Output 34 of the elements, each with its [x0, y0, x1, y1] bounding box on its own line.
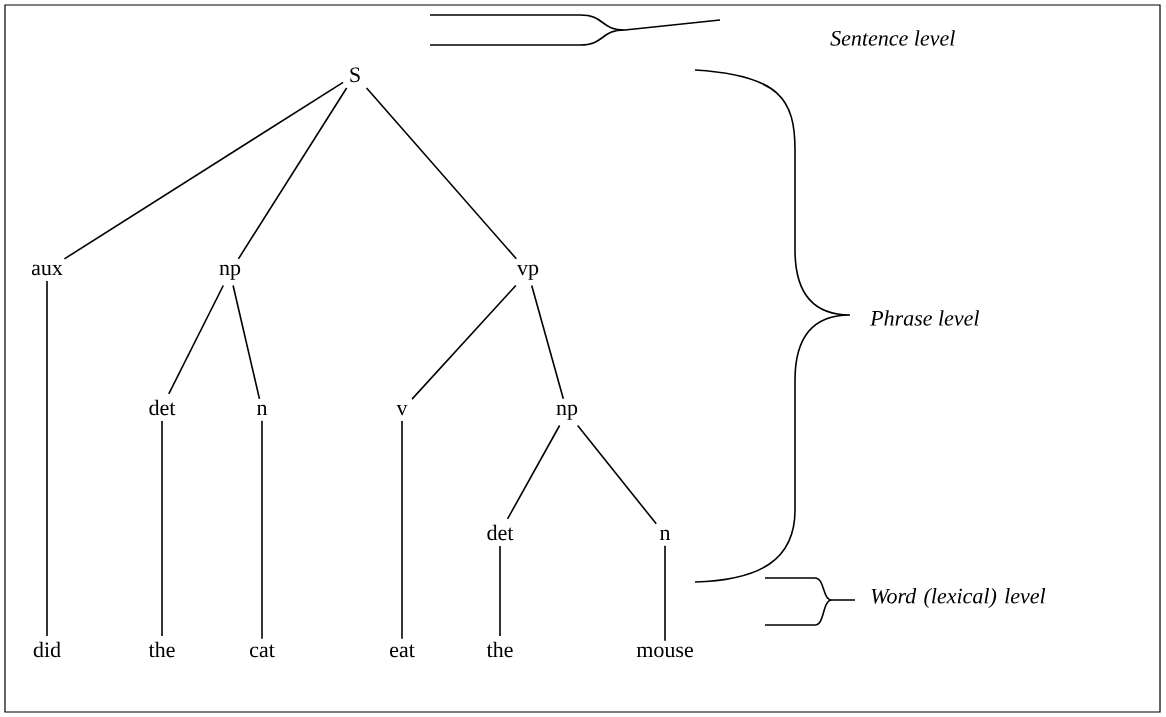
tree-label: the	[148, 641, 175, 658]
tree-branch	[168, 284, 225, 395]
tree-label: det	[149, 399, 176, 416]
tree-label: cat	[250, 644, 275, 658]
level-label: Word (lexical) level	[871, 588, 1046, 608]
tree-branch	[232, 284, 261, 400]
tree-branch	[237, 87, 348, 260]
tree-label: np	[219, 264, 241, 280]
tree-label: vp	[517, 264, 539, 280]
tree-branch	[411, 284, 517, 400]
tree-branch	[261, 420, 263, 640]
tree-label: n	[660, 529, 671, 540]
tree-branch	[530, 284, 565, 400]
tree-label: the	[486, 641, 513, 658]
tree-branch	[506, 424, 561, 520]
tree-label: det	[487, 524, 514, 541]
tree-label: aux	[31, 264, 63, 276]
tree-label: n	[257, 404, 268, 415]
tree-branch	[401, 420, 403, 640]
tree-branch	[664, 545, 666, 642]
tree-branch	[576, 424, 658, 525]
tree-branch	[499, 545, 501, 637]
level-label: Phrase level	[870, 310, 979, 326]
tree-label: mouse	[636, 646, 693, 658]
tree-label: np	[556, 404, 578, 420]
tree-branch	[365, 87, 518, 260]
tree-branch	[63, 81, 344, 260]
tree-label: S	[350, 67, 360, 83]
tree-label: eat	[390, 644, 415, 658]
tree-label: v	[396, 404, 408, 416]
tree-branch	[46, 280, 48, 637]
tree-label: did	[33, 641, 61, 658]
level-label: Sentence level	[830, 30, 955, 46]
tree-branch	[161, 420, 163, 637]
